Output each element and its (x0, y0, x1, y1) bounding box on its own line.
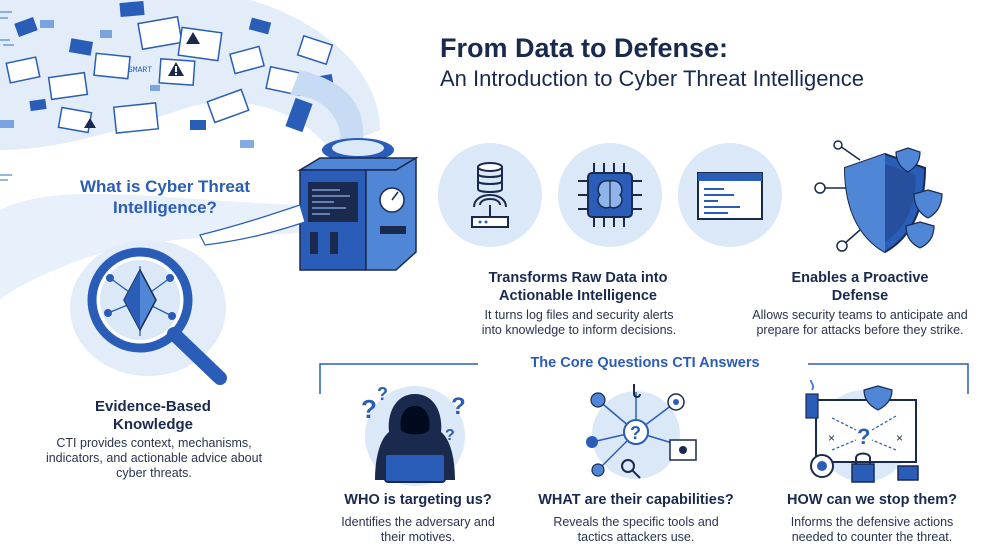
transforms-description: It turns log files and security alerts i… (481, 308, 677, 337)
svg-text:?: ? (445, 427, 455, 444)
stream-label: SMART (128, 66, 152, 75)
router-icon (471, 194, 509, 228)
core-questions-bracket (319, 363, 969, 394)
bug-icon (590, 392, 606, 408)
svg-text:×: × (828, 431, 835, 445)
svg-text:?: ? (857, 424, 870, 449)
shield-network-icon (814, 140, 943, 254)
code-window-icon (678, 143, 782, 247)
what-is-heading: What is Cyber Threat Intelligence? (79, 177, 251, 217)
database-router-icon (438, 143, 542, 247)
title-line-2: An Introduction to Cyber Threat Intellig… (440, 66, 864, 91)
brain-chip-icon (558, 143, 662, 247)
magnifier-icon (70, 240, 227, 385)
network-map-icon: ? (586, 384, 697, 479)
database-icon (477, 162, 503, 193)
how-question: HOW can we stop them? (787, 492, 957, 508)
proactive-heading: Enables a Proactive Defense (791, 270, 929, 304)
who-answer: Identifies the adversary and their motiv… (341, 515, 495, 544)
title-line-1: From Data to Defense: (440, 33, 729, 63)
page-title: From Data to Defense: An Introduction to… (440, 32, 980, 94)
svg-text:×: × (896, 431, 903, 445)
what-question: WHAT are their capabilities? (538, 492, 734, 508)
defense-plan-icon: × × ? (805, 380, 919, 483)
hacker-icon: ? ? ? ? (361, 384, 466, 486)
svg-text:?: ? (630, 423, 641, 443)
evidence-heading: Evidence-Based Knowledge (95, 398, 211, 433)
what-is-description: CTI provides context, mechanisms, indica… (45, 436, 263, 480)
proactive-description: Allows security teams to anticipate and … (752, 308, 968, 337)
how-answer: Informs the defensive actions needed to … (790, 515, 954, 544)
what-answer: Reveals the specific tools and tactics a… (553, 515, 719, 544)
core-questions-heading: The Core Questions CTI Answers (530, 355, 760, 371)
data-stream-illustration: SMART (0, 0, 419, 300)
transforms-heading: Transforms Raw Data into Actionable Inte… (488, 270, 668, 304)
svg-text:?: ? (451, 393, 466, 420)
who-question: WHO is targeting us? (344, 492, 492, 508)
svg-text:?: ? (361, 394, 377, 424)
svg-text:?: ? (377, 384, 388, 404)
